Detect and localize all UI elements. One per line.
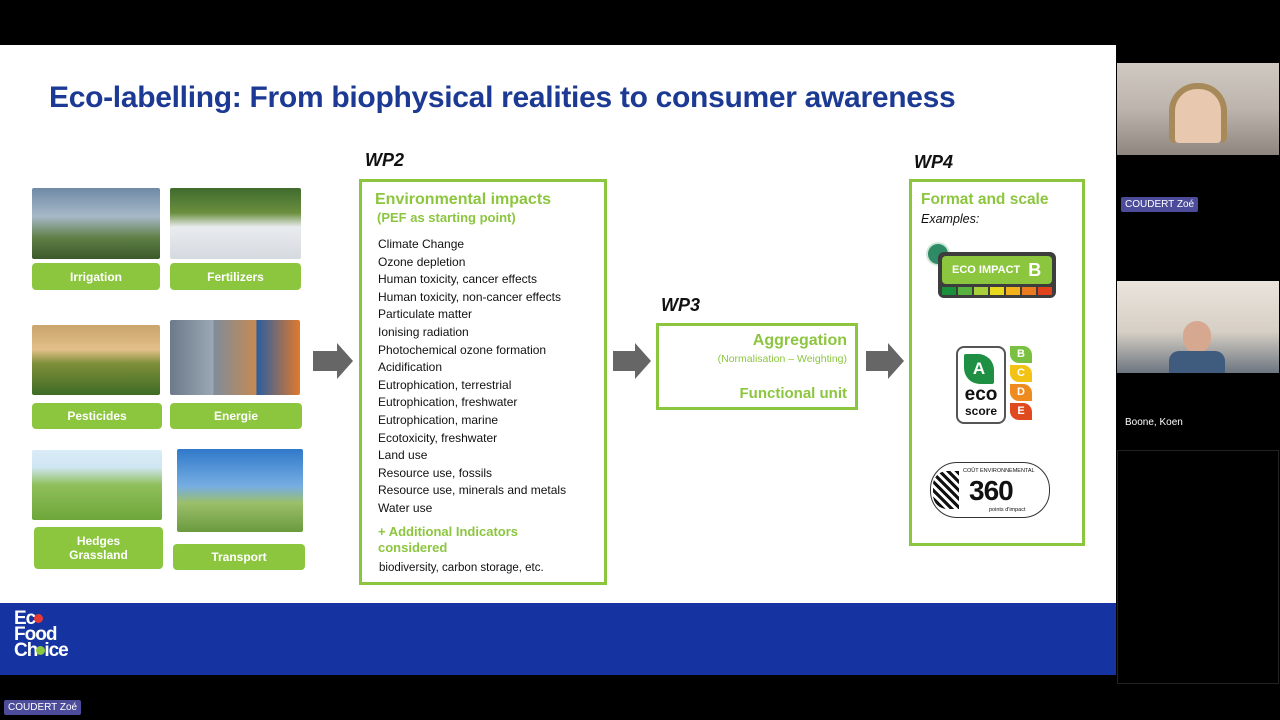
source-label: Pesticides [32,403,162,429]
impact-item: Photochemical ozone formation [378,342,547,357]
impact-item: Resource use, fossils [378,465,493,480]
impact-item: Ionising radiation [378,324,469,339]
additional-indicators-title: + Additional Indicators considered [378,524,519,555]
cout-environnemental-label: COÛT ENVIRONNEMENTAL 360 points d'impact [930,462,1050,518]
transport-image [177,449,303,532]
source-label: Irrigation [32,263,160,290]
eco-impact-label: ECO IMPACT B [926,242,1058,302]
impact-item: Land use [378,448,428,463]
logo-line3b: ice [44,640,68,661]
eco-impact-text: ECO IMPACT [952,264,1021,276]
impact-item: Climate Change [378,237,465,251]
tomato-icon [34,614,44,624]
source-label: Transport [173,544,305,570]
slide-title: Eco-labelling: From biophysical realitie… [49,81,956,114]
impact-item: Eutrophication, marine [378,412,499,427]
logo-line1: Ec [14,608,36,629]
ecoscore-grade-c: C [1010,365,1032,382]
wp2-box: Environmental impacts (PEF as starting p… [359,179,607,585]
apple-icon [36,646,46,656]
wp4-box: Format and scale Examples: ECO IMPACT B [909,179,1085,546]
participant-video-boone[interactable] [1117,281,1279,373]
irrigation-image [32,188,160,259]
cout-unit: points d'impact [989,507,1026,513]
impact-item: Eutrophication, freshwater [378,395,518,410]
functional-unit: Functional unit [739,385,847,402]
impact-item: Ecotoxicity, freshwater [378,430,498,445]
ecoscore-grade-e: E [1010,403,1032,420]
impact-item: Human toxicity, cancer effects [378,272,537,287]
cout-value: 360 [969,475,1014,506]
participant-hair [1169,83,1227,143]
participant-video-coudert[interactable] [1117,63,1279,155]
ecoscore-grade-b: B [1010,346,1032,363]
energie-image [170,320,300,395]
impact-item: Acidification [378,360,443,375]
ecoscore-leaf-icon: A [964,354,994,384]
wp4-title: Format and scale [921,191,1049,208]
source-label: Fertilizers [170,263,301,290]
participant-avatar [1183,321,1211,353]
participant-name-tag: COUDERT Zoé [1121,197,1199,212]
impact-item: Water use [378,500,433,515]
impact-item: Resource use, minerals and metals [378,483,567,498]
rating-scale [942,287,1052,295]
impact-item: Particulate matter [378,307,473,322]
impact-item: Human toxicity, non-cancer effects [378,289,561,304]
wp2-title: Environmental impacts [375,191,552,208]
ecoscore-word-score: score [964,404,998,418]
wp3-box: Aggregation (Normalisation – Weighting) … [656,323,858,410]
active-speaker-tag: COUDERT Zoé [4,700,82,715]
participant-video-empty [1117,450,1279,684]
logo-line2: Food [14,624,57,645]
ecoscore-label: A eco score B C D E [956,346,1036,426]
wp2-subtitle: (PEF as starting point) [377,210,516,225]
participant-name-label: Boone, Koen [1125,417,1183,428]
ecoscore-word-eco: eco [964,384,998,405]
pesticides-image [32,325,160,395]
logo-line3a: Ch [14,640,38,661]
hedges-image [32,450,162,520]
cout-header: COÛT ENVIRONNEMENTAL [963,468,1035,474]
wp2-heading: WP2 [365,150,405,170]
source-label: Hedges Grassland [34,527,163,569]
footer-band [0,603,1116,675]
wp4-heading: WP4 [914,152,954,172]
participant-shirt [1169,351,1225,373]
fertilizers-image [170,188,301,259]
ecoscore-grade: A [972,359,986,378]
examples-label: Examples: [921,212,980,226]
wp3-subtitle: (Normalisation – Weighting) [717,353,847,365]
wp3-heading: WP3 [661,295,701,315]
ecoscore-grades: B C D E [1010,346,1032,420]
additional-indicators-text: biodiversity, carbon storage, etc. [379,562,544,574]
pixel-pattern-icon [933,471,959,509]
impact-item: Ozone depletion [378,254,466,269]
impact-item: Eutrophication, terrestrial [378,377,512,392]
eco-impact-grade: B [1028,259,1042,280]
ecoscore-grade-d: D [1010,384,1032,401]
presentation-slide: Eco-labelling: From biophysical realitie… [0,45,1116,675]
wp3-title: Aggregation [752,332,847,349]
source-label: Energie [170,403,302,429]
